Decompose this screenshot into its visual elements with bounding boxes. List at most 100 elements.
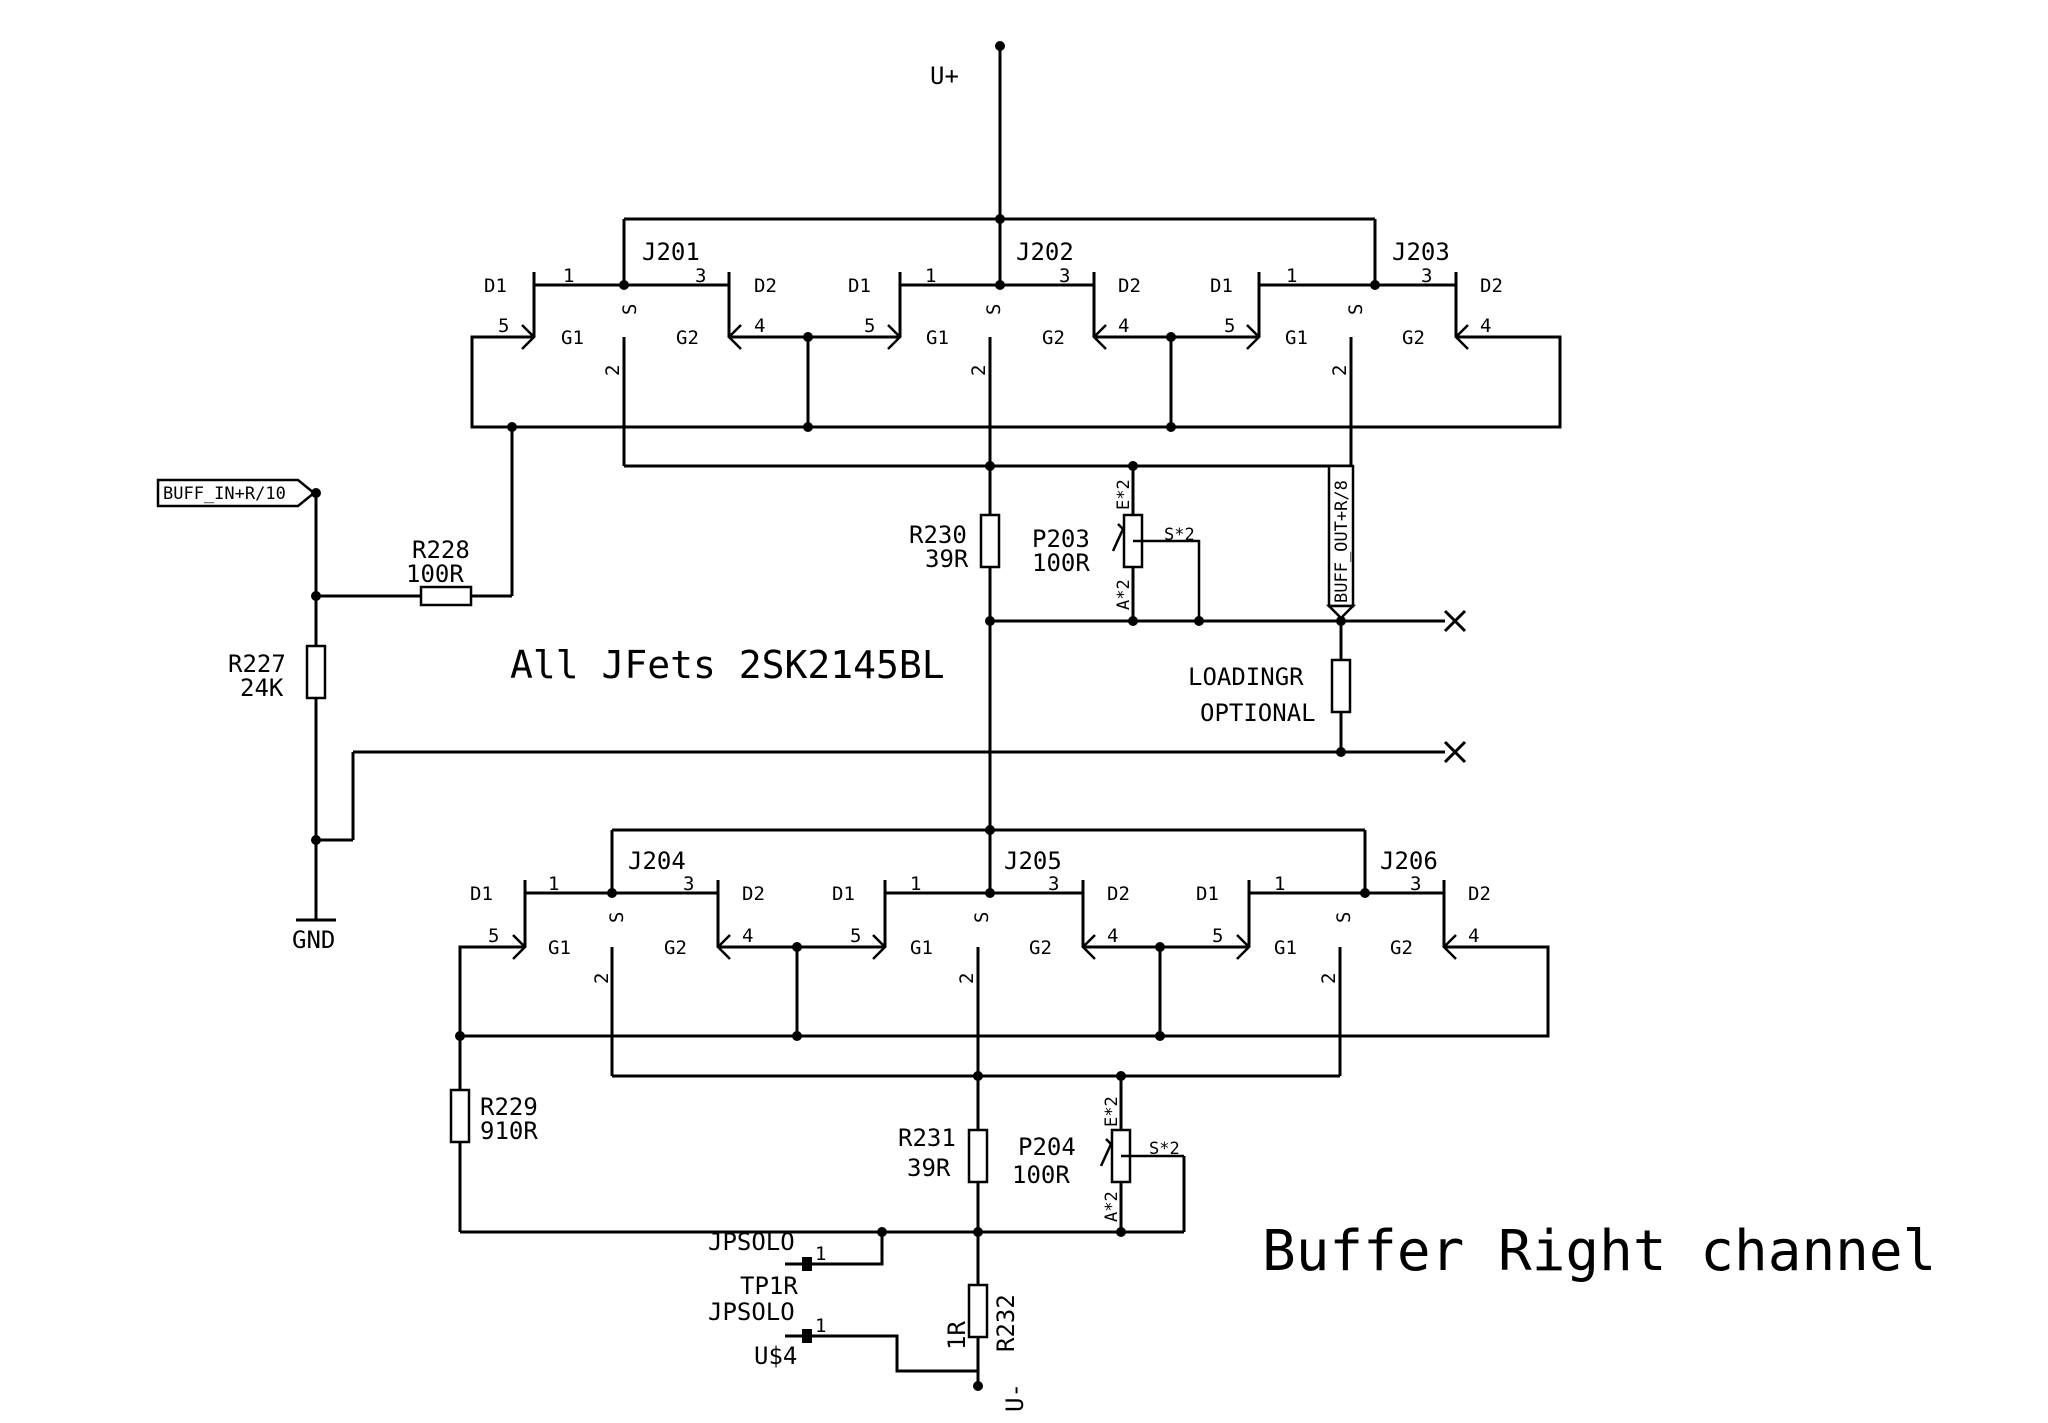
j203-g2: G2 (1402, 327, 1425, 349)
j202-pin3: 3 (1059, 265, 1070, 287)
jumper2-type: JPSOLO (708, 1298, 795, 1326)
p204-value: 100R (1012, 1161, 1070, 1189)
r228-value: 100R (406, 560, 464, 588)
jumper1-pin: 1 (815, 1243, 826, 1265)
jfet-j202 (887, 272, 1107, 350)
jumper2-pin: 1 (815, 1315, 826, 1337)
j204-g1: G1 (548, 937, 571, 959)
top-wiring (622, 41, 1377, 285)
j203-pin4: 4 (1480, 315, 1491, 337)
p203-e: E*2 (1114, 479, 1134, 510)
r230-ref: R230 (909, 521, 967, 549)
j205-pin4: 4 (1107, 925, 1118, 947)
p203-ref: P203 (1032, 525, 1090, 553)
resistor-r232 (967, 1283, 989, 1339)
r227-ref: R227 (228, 650, 286, 678)
j205-pin5: 5 (850, 925, 861, 947)
j204-g2: G2 (664, 937, 687, 959)
r232-value: 1R (943, 1321, 971, 1350)
resistor-r227 (305, 644, 327, 700)
j204-pin1: 1 (548, 873, 559, 895)
r231-ref: R231 (898, 1124, 956, 1152)
j202-pin4: 4 (1118, 315, 1129, 337)
p204-a: A*2 (1102, 1191, 1122, 1222)
input-port-flag (156, 478, 316, 508)
jfet-row-top (470, 272, 1562, 471)
jumper-tp1r (802, 1257, 812, 1271)
j201-pin5: 5 (498, 315, 509, 337)
j206-d2: D2 (1468, 883, 1491, 905)
rail-negative-label: U- (1001, 1383, 1029, 1412)
j204-s: S (606, 912, 628, 923)
j203-s: S (1345, 304, 1367, 315)
r227-value: 24K (240, 674, 284, 702)
p204-ref: P204 (1018, 1133, 1076, 1161)
j204-d2: D2 (742, 883, 765, 905)
j201-d2: D2 (754, 275, 777, 297)
j204-pin2: 2 (591, 973, 613, 984)
j205-g2: G2 (1029, 937, 1052, 959)
jumper1-name: TP1R (740, 1272, 798, 1300)
loading-ref: LOADINGR (1188, 663, 1304, 691)
j205-pin2: 2 (956, 973, 978, 984)
jfet-row-bottom (455, 825, 1550, 1081)
j205-ref: J205 (1004, 847, 1062, 875)
j203-pin2: 2 (1329, 365, 1351, 376)
diagram-title: Buffer Right channel (1262, 1219, 1936, 1284)
j201-g2: G2 (676, 327, 699, 349)
j202-pin5: 5 (864, 315, 875, 337)
r231-value: 39R (907, 1154, 951, 1182)
jumper2-name: U$4 (754, 1342, 797, 1370)
r232-ref: R232 (992, 1294, 1020, 1352)
j204-pin5: 5 (488, 925, 499, 947)
j201-pin2: 2 (602, 365, 624, 376)
bottom-section (449, 1036, 1186, 1391)
j206-d1: D1 (1196, 883, 1219, 905)
input-port-label: BUFF_IN+R/10 (163, 484, 286, 504)
j202-d1: D1 (848, 275, 871, 297)
resistor-loading (1330, 658, 1352, 714)
j205-pin1: 1 (910, 873, 921, 895)
jumper-u4 (802, 1329, 812, 1343)
j204-ref: J204 (628, 847, 686, 875)
p204-wiper: S*2 (1149, 1139, 1180, 1159)
resistor-r230 (979, 513, 1001, 569)
r229-value: 910R (480, 1117, 538, 1145)
j203-pin1: 1 (1286, 265, 1297, 287)
p203-a: A*2 (1114, 579, 1134, 610)
j202-s: S (983, 304, 1005, 315)
j206-pin2: 2 (1318, 973, 1340, 984)
center-section: BUFF_OUT+R/8 (979, 464, 1467, 830)
p204-e: E*2 (1102, 1096, 1122, 1127)
j203-pin5: 5 (1224, 315, 1235, 337)
j203-d2: D2 (1480, 275, 1503, 297)
j206-pin1: 1 (1274, 873, 1285, 895)
j201-g1: G1 (561, 327, 584, 349)
rail-positive-label: U+ (930, 62, 959, 90)
j202-ref: J202 (1016, 238, 1074, 266)
j201-ref: J201 (642, 238, 700, 266)
output-port-label: BUFF_OUT+R/8 (1332, 480, 1352, 603)
ground-label: GND (292, 926, 335, 954)
j202-g2: G2 (1042, 327, 1065, 349)
j204-pin4: 4 (742, 925, 753, 947)
j205-d2: D2 (1107, 883, 1130, 905)
j206-s: S (1333, 912, 1355, 923)
j206-ref: J206 (1380, 847, 1438, 875)
r228-ref: R228 (412, 536, 470, 564)
jfet-j204 (512, 880, 731, 960)
j206-g1: G1 (1274, 937, 1297, 959)
j202-d2: D2 (1118, 275, 1141, 297)
p203-value: 100R (1032, 549, 1090, 577)
j203-g1: G1 (1285, 327, 1308, 349)
j205-d1: D1 (832, 883, 855, 905)
j205-pin3: 3 (1048, 873, 1059, 895)
j202-pin1: 1 (925, 265, 936, 287)
j203-d1: D1 (1210, 275, 1233, 297)
j206-pin4: 4 (1468, 925, 1479, 947)
j201-pin3: 3 (695, 265, 706, 287)
j206-pin5: 5 (1212, 925, 1223, 947)
r229-ref: R229 (480, 1093, 538, 1121)
j203-pin3: 3 (1421, 265, 1432, 287)
